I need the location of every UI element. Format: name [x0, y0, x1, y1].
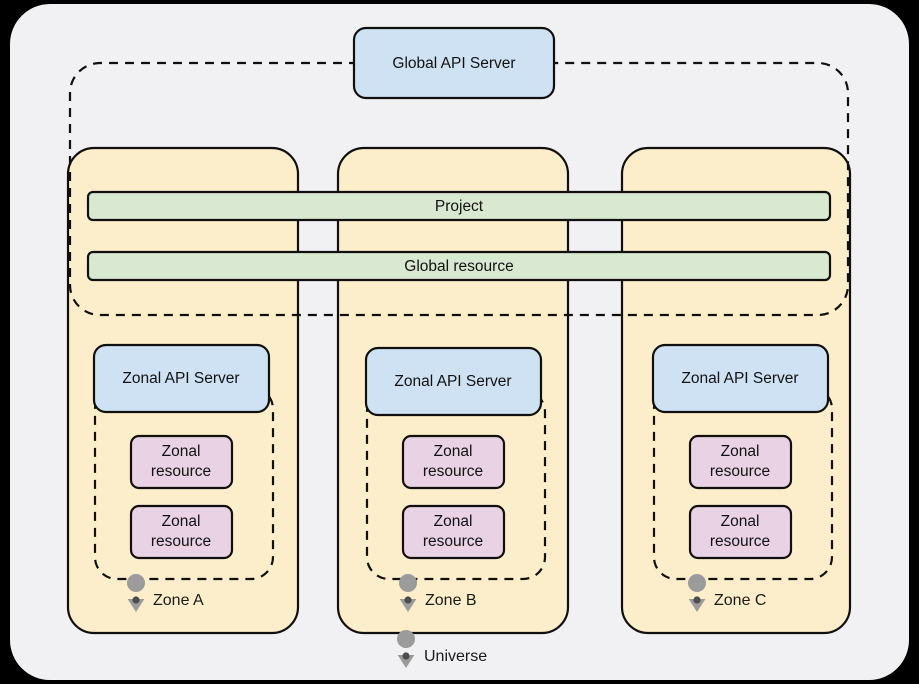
zone-b-resource-1-box — [401, 434, 506, 490]
zone-c-api-server-label: Zonal API Server — [681, 370, 798, 387]
zone-c-api-server-box — [651, 343, 830, 414]
zone-c-api-server[interactable]: Zonal API Server — [651, 343, 830, 414]
zone-b-resource-2-line2: resource — [423, 533, 483, 550]
zone-a-resource-2-line1: Zonal — [162, 513, 201, 530]
zone-a-resource-1[interactable]: Zonal resource — [129, 434, 234, 490]
zone-c-caption: Zone C — [714, 592, 766, 609]
zone-b-pin-icon — [399, 574, 418, 612]
zone-b-api-server-box — [364, 346, 543, 417]
zone-a-resource-1-box — [129, 434, 234, 490]
universe-pin-icon — [397, 630, 416, 668]
global-scope-boundary — [68, 61, 850, 317]
zone-c-resource-1-box — [688, 434, 793, 490]
zone-a-api-server-label: Zonal API Server — [122, 370, 239, 387]
zone-a-resource-2[interactable]: Zonal resource — [129, 504, 234, 560]
zone-b-caption: Zone B — [425, 592, 477, 609]
global-bar-global-resource[interactable]: Global resource — [86, 250, 832, 282]
global-api-server-box — [352, 26, 556, 100]
zone-a-resource-2-box — [129, 504, 234, 560]
zone-a-api-server-box — [92, 343, 271, 414]
global-bar-project[interactable]: Project — [86, 190, 832, 222]
global-api-server-label: Global API Server — [392, 55, 515, 72]
zone-a-caption: Zone A — [153, 592, 204, 609]
zone-c-resource-2-line2: resource — [710, 533, 770, 550]
zone-a-resource-1-line2: resource — [151, 463, 211, 480]
global-bar-project-label: Project — [435, 198, 484, 215]
global-bar-project-box — [86, 190, 832, 222]
zone-a-pin-icon — [127, 574, 146, 612]
zone-c-resource-1-line1: Zonal — [721, 443, 760, 460]
global-api-server[interactable]: Global API Server — [352, 26, 556, 100]
zone-a-resource-1-line1: Zonal — [162, 443, 201, 460]
universe-caption: Universe — [424, 648, 487, 665]
zone-a-api-server[interactable]: Zonal API Server — [92, 343, 271, 414]
zone-c-resource-1-line2: resource — [710, 463, 770, 480]
zone-b-resource-1-line2: resource — [423, 463, 483, 480]
zone-b-resource-2[interactable]: Zonal resource — [401, 504, 506, 560]
zone-b-api-server[interactable]: Zonal API Server — [364, 346, 543, 417]
zone-b-resource-2-box — [401, 504, 506, 560]
zone-c-resource-1[interactable]: Zonal resource — [688, 434, 793, 490]
zone-c-resource-2-line1: Zonal — [721, 513, 760, 530]
global-bar-global-resource-box — [86, 250, 832, 282]
zone-a-resource-2-line2: resource — [151, 533, 211, 550]
zone-b-api-server-label: Zonal API Server — [394, 373, 511, 390]
global-bar-global-resource-label: Global resource — [404, 258, 513, 275]
zone-c-pin-icon — [688, 574, 707, 612]
zone-c-resource-2[interactable]: Zonal resource — [688, 504, 793, 560]
zone-b-resource-1-line1: Zonal — [434, 443, 473, 460]
zone-c-resource-2-box — [688, 504, 793, 560]
zone-b-resource-1[interactable]: Zonal resource — [401, 434, 506, 490]
zone-b-resource-2-line1: Zonal — [434, 513, 473, 530]
